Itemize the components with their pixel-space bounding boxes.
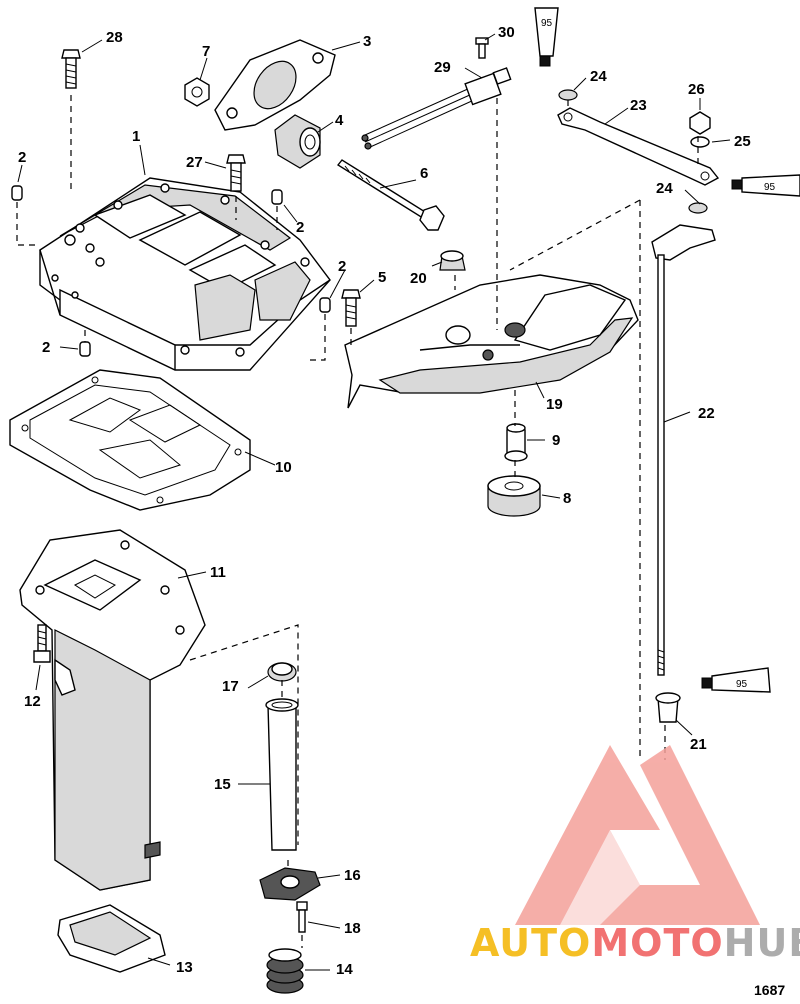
part-16-tube-guide [259,867,321,901]
callout-25: 25 [734,133,751,150]
callout-23: 23 [630,97,647,114]
callout-10: 10 [275,459,292,476]
callout-19: 19 [546,396,563,413]
callout-1: 1 [132,128,140,145]
alignment-lines [16,95,699,948]
automotohub-logo: AUTOMOTOHUB [470,745,800,965]
callout-12: 12 [24,693,41,710]
part-5-bolt [341,289,361,327]
part-6-long-bolt [336,159,445,231]
sealant-tube-bottom: 95 [701,667,771,693]
part-15-water-tube [265,698,299,851]
part-17-grommet [267,662,297,682]
sealant-tube-right: 95 [731,174,800,197]
part-9-sleeve [504,423,528,462]
callout-13: 13 [176,959,193,976]
logo-text-moto: MOTO [591,921,723,965]
part-18-screw [296,901,308,933]
callout-6: 6 [420,165,428,182]
part-7-nut [184,77,210,107]
callout-26: 26 [688,81,705,98]
callout-17: 17 [222,678,239,695]
part-1-adapter-plate [39,177,331,371]
callout-21: 21 [690,736,707,753]
callout-22: 22 [698,405,715,422]
callout-18: 18 [344,920,361,937]
callout-24-top: 24 [590,68,607,85]
svg-text:AUTOMOTOHUB: AUTOMOTOHUB [470,921,800,965]
callout-2-left: 2 [18,149,26,166]
callout-20: 20 [410,270,427,287]
logo-text-hub: HUB [724,921,800,965]
callout-24-mid: 24 [656,180,673,197]
callout-8: 8 [563,490,571,507]
part-23-link-arm [557,107,720,186]
part-28-bolt [61,49,81,89]
callout-2-mid: 2 [296,219,304,236]
callout-29: 29 [434,59,451,76]
callout-16: 16 [344,867,361,884]
callout-leaders [17,33,731,971]
part-22-shift-rod [651,224,716,676]
tube-95-text-bottom: 95 [736,679,748,690]
part-12-bolt [33,624,51,663]
part-19-cam-plate [344,274,639,409]
part-14-grommet [266,948,304,994]
part-11-driveshaft-housing [19,529,206,891]
part-27-bolt [226,154,246,192]
callout-7: 7 [202,43,210,60]
sealant-tube-top: 95 [534,7,559,67]
callout-labels: 28 7 3 30 29 24 23 26 25 4 1 2 27 6 24 2… [18,24,751,978]
callout-15: 15 [214,776,231,793]
part-10-gasket [9,369,251,511]
callout-9: 9 [552,432,560,449]
callout-11: 11 [210,564,226,581]
part-21-bushing [655,692,681,723]
part-20-grommet [439,250,466,271]
part-24-washers [558,89,708,214]
logo-text-auto: AUTO [470,921,591,965]
part-4-rubber-mount [274,114,321,169]
callout-14: 14 [336,961,353,978]
callout-28: 28 [106,29,123,46]
part-13-seal [57,904,166,973]
callout-2-right: 2 [338,258,346,275]
part-8-bushing [487,475,541,517]
part-3-mount-bracket [214,39,336,131]
callout-2-bottom: 2 [42,339,50,356]
callout-5: 5 [378,269,386,286]
callout-30: 30 [498,24,515,41]
part-29-sensor [361,67,512,150]
tube-95-text-right: 95 [764,182,776,193]
callout-27: 27 [186,154,203,171]
part-26-nut [689,111,711,135]
part-2-dowel-pins [11,185,331,357]
part-25-washer [690,136,710,148]
tube-95-text-top: 95 [541,18,553,29]
callout-4: 4 [335,112,344,129]
figure-number: 1687 [754,982,785,998]
part-30-screw [475,37,489,59]
callout-3: 3 [363,33,371,50]
